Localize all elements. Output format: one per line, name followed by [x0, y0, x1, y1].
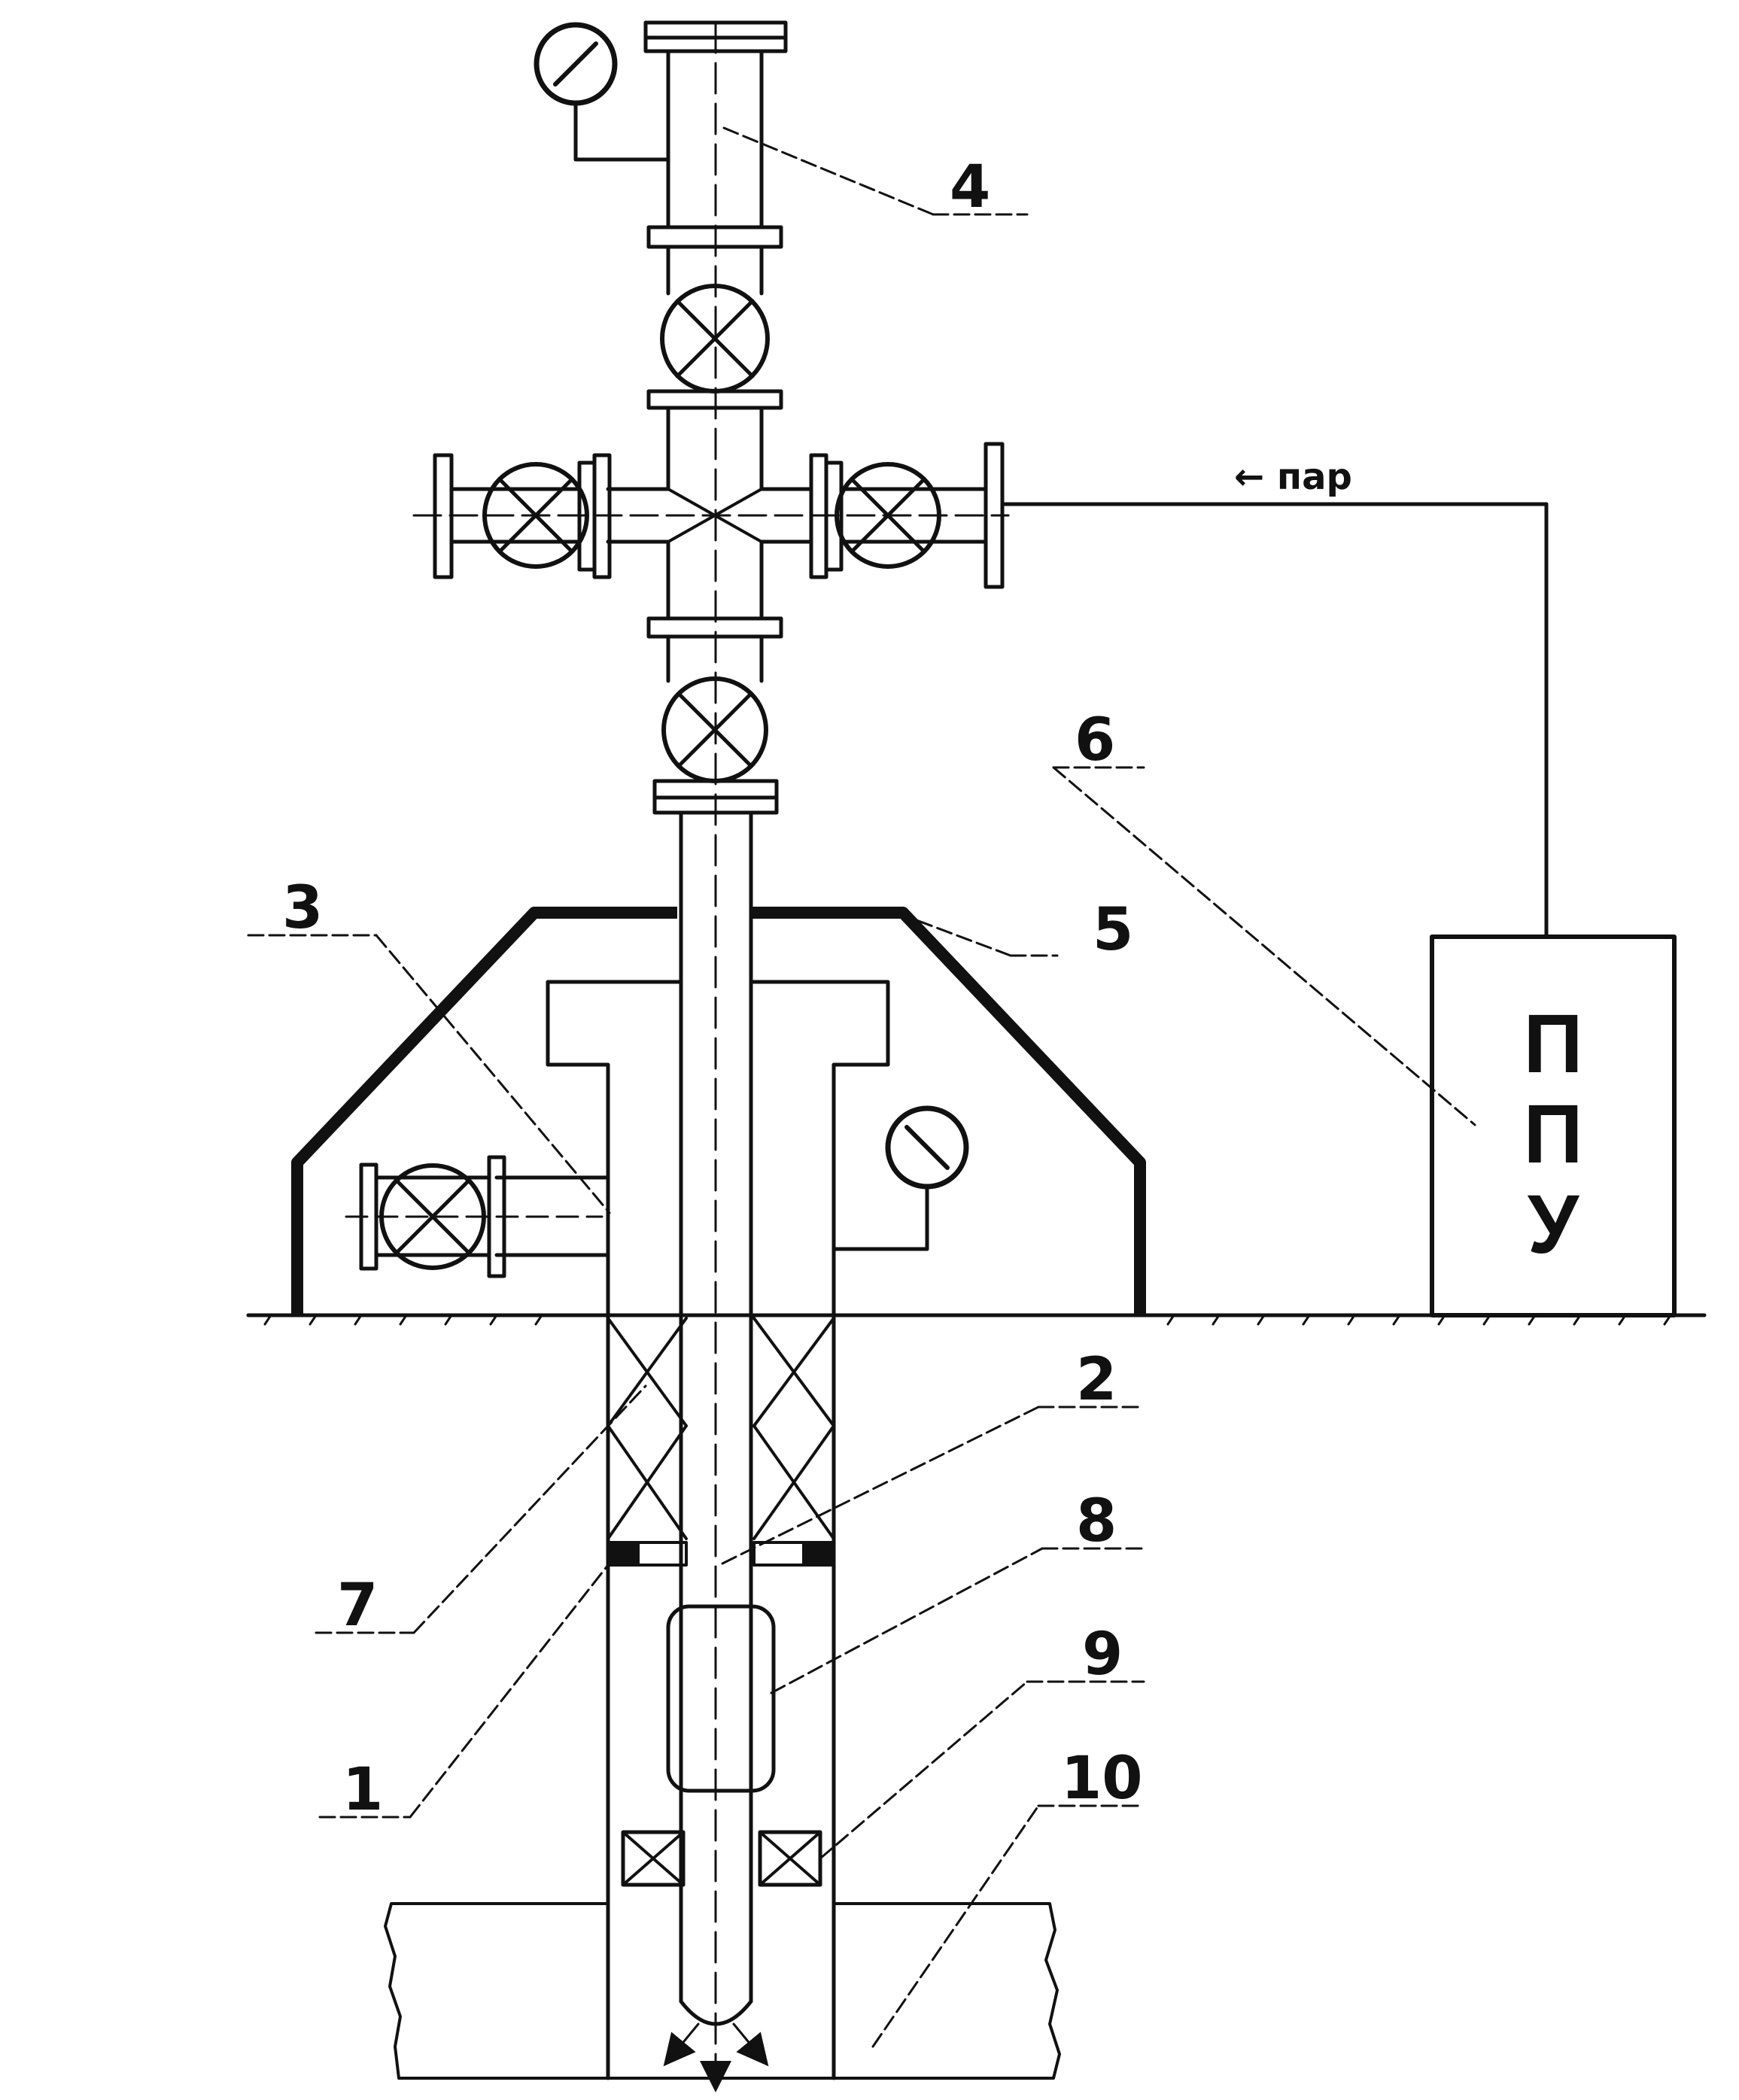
bottom-packer [621, 1830, 822, 1887]
label-3: 3 [282, 874, 323, 942]
label-10: 10 [1061, 1745, 1143, 1813]
annular-seal [607, 1314, 835, 1540]
label-7: 7 [337, 1572, 378, 1640]
centralizer-rings [610, 1541, 832, 1567]
unit-letter-1: П [1523, 998, 1582, 1090]
annulus-pressure-gauge [831, 1105, 969, 1251]
label-9: 9 [1082, 1621, 1123, 1688]
label-4: 4 [950, 153, 990, 221]
unit-letter-3: У [1528, 1178, 1580, 1271]
wellhead-tree [412, 20, 1010, 830]
steam-generator-unit: П П У [1430, 935, 1677, 1317]
wellhead-pressure-gauge [534, 22, 670, 162]
label-5: 5 [1093, 896, 1133, 964]
label-6: 6 [1075, 707, 1115, 774]
expansion-compensator [666, 1604, 776, 1793]
insulated-hood [291, 907, 1146, 1315]
leader-lines [247, 126, 1476, 2048]
casing-head [546, 980, 890, 1244]
label-2: 2 [1076, 1346, 1117, 1414]
label-8: 8 [1076, 1488, 1117, 1555]
unit-letter-2: П [1523, 1088, 1582, 1181]
casing-side-valve [345, 1155, 610, 1278]
steam-label: ← пар [1234, 456, 1352, 498]
tubing-string [663, 21, 769, 2092]
label-1: 1 [342, 1756, 383, 1824]
oil-formation [384, 1902, 1061, 2080]
steam-line [1000, 502, 1549, 939]
